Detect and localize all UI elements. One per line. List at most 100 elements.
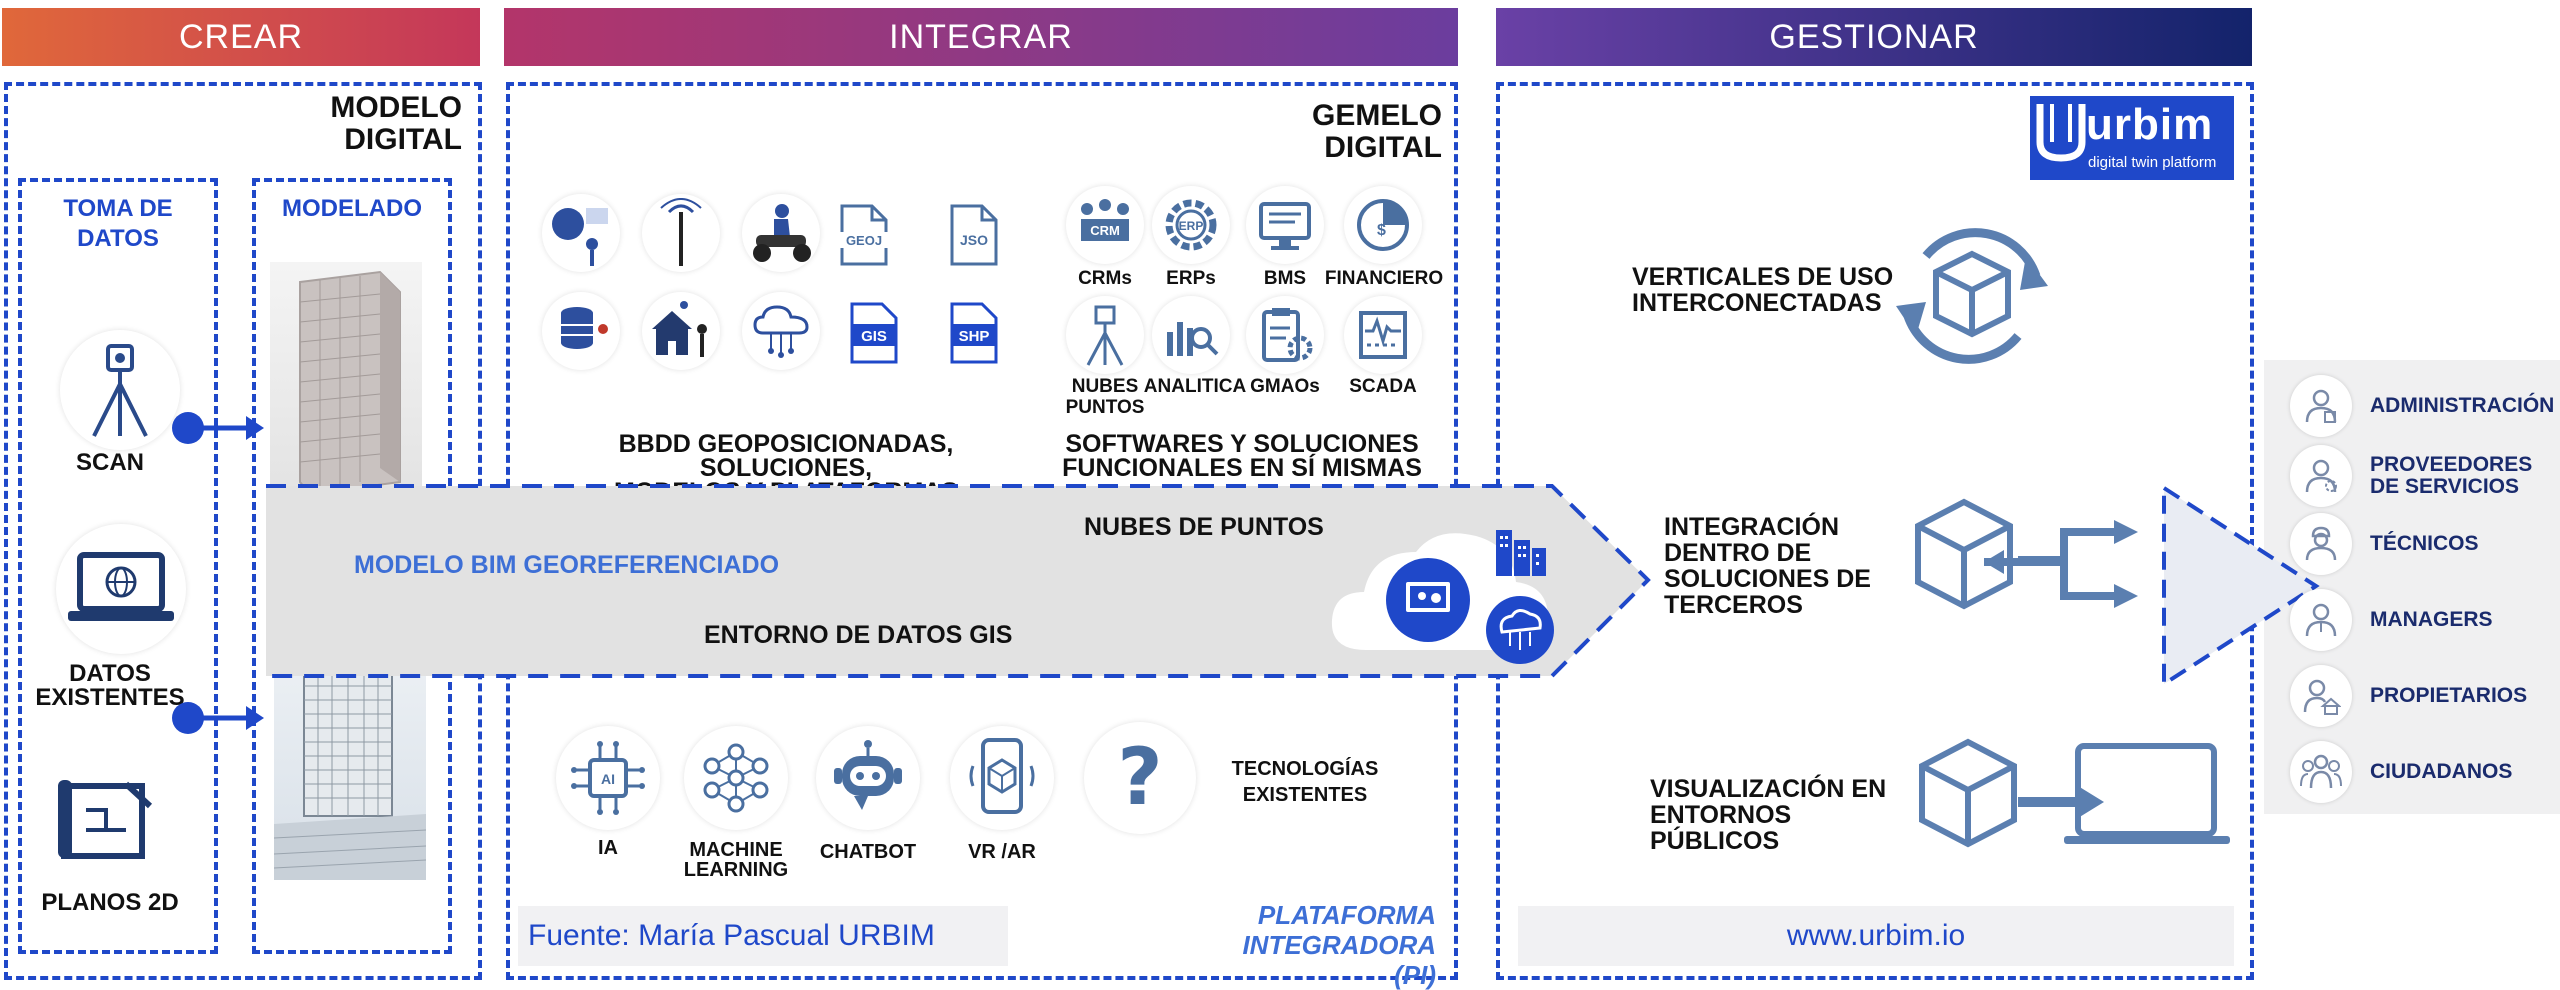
gis-file-icon: GIS (848, 300, 900, 366)
modelo-bim-label: MODELO BIM GEOREFERENCIADO (354, 551, 780, 579)
cloud-platform-icon (1331, 530, 1554, 664)
modelado-title: MODELADO (282, 195, 422, 222)
tecnologias-existentes-label: TECNOLOGÍAS EXISTENTES (1231, 758, 1379, 806)
json-file-icon: JSO (948, 202, 1000, 268)
stakeholder-managers: MANAGERS (2290, 589, 2493, 651)
gemelo-digital-title: GEMELO DIGITAL (1311, 99, 1442, 164)
entorno-gis-label: ENTORNO DE DATOS GIS (704, 621, 1013, 649)
stakeholder-tecnicos: TÉCNICOS (2290, 513, 2490, 575)
bms-monitor-icon (1246, 186, 1324, 264)
cube-integration-arrows-icon (1915, 498, 2138, 610)
manager-icon (2290, 589, 2352, 651)
erp-badge: ERP (1179, 219, 1204, 233)
source-credit: Fuente: María Pascual URBIM (518, 906, 1008, 966)
question-mark-icon: ? (1084, 722, 1196, 834)
administracion-label: ADMINISTRACIÓN (2370, 394, 2555, 417)
admin-person-icon (2290, 375, 2352, 437)
gmaos-label: GMAOs (1250, 376, 1320, 397)
toma-datos-frame (18, 178, 218, 954)
nubes-de-puntos-label: NUBES DE PUNTOS (1084, 513, 1324, 541)
gis-label: GIS (861, 328, 887, 345)
chatbot-label: CHATBOT (819, 841, 917, 863)
stakeholders-arrow (2162, 484, 2320, 688)
urbim-logo: urbim digital twin platform (2030, 96, 2234, 180)
crm-label: CRMs (1078, 268, 1132, 289)
ai-chip-label: AI (601, 771, 615, 787)
scan-label: SCAN (75, 449, 144, 476)
verticales-label: VERTICALES DE USO INTERCONECTADAS (1632, 263, 1894, 317)
stakeholder-propietarios: PROPIETARIOS (2290, 665, 2527, 727)
toma-datos-title: TOMA DE DATOS (63, 195, 173, 252)
vr-ar-label: VR /AR (968, 841, 1036, 863)
urbim-url-text[interactable]: www.urbim.io (1786, 919, 1966, 952)
nubes-puntos-label: NUBES PUNTOS (1065, 376, 1145, 418)
vr-ar-phone-icon (950, 726, 1054, 830)
erp-label: ERPs (1166, 268, 1216, 289)
tecnicos-label: TÉCNICOS (2370, 532, 2479, 555)
ia-label: IA (598, 837, 618, 859)
antenna-pole-icon (642, 194, 720, 272)
cloud-network-icon (742, 292, 820, 370)
ciudadanos-label: CIUDADANOS (2370, 760, 2513, 783)
person-chart-icon (542, 194, 620, 272)
datos-to-model-arrow (172, 702, 264, 734)
blueprint-icon (56, 776, 156, 867)
svg-text:$: $ (1377, 222, 1386, 239)
house-location-icon (642, 292, 720, 370)
machine-learning-label: MACHINE LEARNING (683, 839, 789, 881)
gmao-clipboard-icon (1246, 296, 1324, 374)
financial-chart-icon: $ (1344, 186, 1422, 264)
ai-chip-icon: AI (556, 726, 660, 830)
urbim-logo-text: urbim (2086, 100, 2214, 149)
header-gestionar: GESTIONAR (1496, 8, 2252, 66)
softwares-caption: SOFTWARES Y SOLUCIONES FUNCIONALES EN SÍ… (1062, 430, 1422, 482)
urbim-url[interactable]: www.urbim.io (1518, 906, 2234, 966)
geojson-file-icon: GEOJ (838, 202, 890, 268)
neural-network-icon (684, 726, 788, 830)
crm-badge: CRM (1090, 223, 1120, 238)
source-credit-text: Fuente: María Pascual URBIM (528, 919, 935, 952)
point-cloud-tripod-icon (1066, 296, 1144, 374)
shp-label: SHP (959, 328, 990, 345)
laptop-globe-icon (56, 524, 186, 654)
database-person-icon (542, 292, 620, 370)
scooter-delivery-icon (742, 194, 820, 272)
stakeholder-administracion: ADMINISTRACIÓN (2290, 375, 2554, 437)
service-provider-icon (2290, 445, 2352, 507)
managers-label: MANAGERS (2370, 608, 2493, 631)
analytics-chart-icon (1152, 296, 1230, 374)
header-integrar: INTEGRAR (504, 8, 1458, 66)
header-crear: CREAR (2, 8, 480, 66)
shp-file-icon: SHP (948, 300, 1000, 366)
owner-house-icon (2290, 665, 2352, 727)
chatbot-icon (816, 726, 920, 830)
integracion-label: INTEGRACIÓN DENTRO DE SOLUCIONES DE TERC… (1664, 513, 1871, 619)
datos-existentes-label: DATOS EXISTENTES (35, 660, 185, 711)
visualizacion-label: VISUALIZACIÓN EN ENTORNOS PÚBLICOS (1650, 775, 1887, 855)
financiero-label: FINANCIERO (1324, 268, 1444, 289)
scada-monitor-icon (1344, 296, 1422, 374)
scan-to-model-arrow (172, 412, 264, 444)
crm-icon: CRM (1066, 186, 1144, 264)
citizens-group-icon (2290, 741, 2352, 803)
cube-to-laptop-icon (1919, 738, 2230, 848)
geoj-label: GEOJ (846, 233, 882, 248)
urbim-logo-subtitle: digital twin platform (2088, 154, 2217, 171)
planos-2d-label: PLANOS 2D (41, 889, 179, 916)
bms-label: BMS (1263, 268, 1307, 289)
scada-label: SCADA (1349, 376, 1417, 397)
tripod-scanner-icon (60, 330, 180, 450)
erp-gear-icon: ERP (1152, 186, 1230, 264)
question-mark-glyph: ? (1117, 733, 1163, 823)
analitica-label: ANALITICA (1143, 376, 1247, 397)
stakeholder-ciudadanos: CIUDADANOS (2290, 741, 2512, 803)
stakeholder-proveedores: PROVEEDORES DE SERVICIOS (2290, 445, 2532, 507)
json-label: JSO (960, 232, 988, 248)
integration-arrow (266, 484, 1651, 678)
technician-icon (2290, 513, 2352, 575)
modelo-digital-title: MODELO DIGITAL (330, 91, 462, 156)
plataforma-integradora-label: PLATAFORMA INTEGRADORA (PI) (1242, 900, 1436, 990)
proveedores-label: PROVEEDORES DE SERVICIOS (2370, 453, 2533, 498)
cycle-cube-icon (1896, 228, 2048, 364)
propietarios-label: PROPIETARIOS (2370, 684, 2528, 707)
